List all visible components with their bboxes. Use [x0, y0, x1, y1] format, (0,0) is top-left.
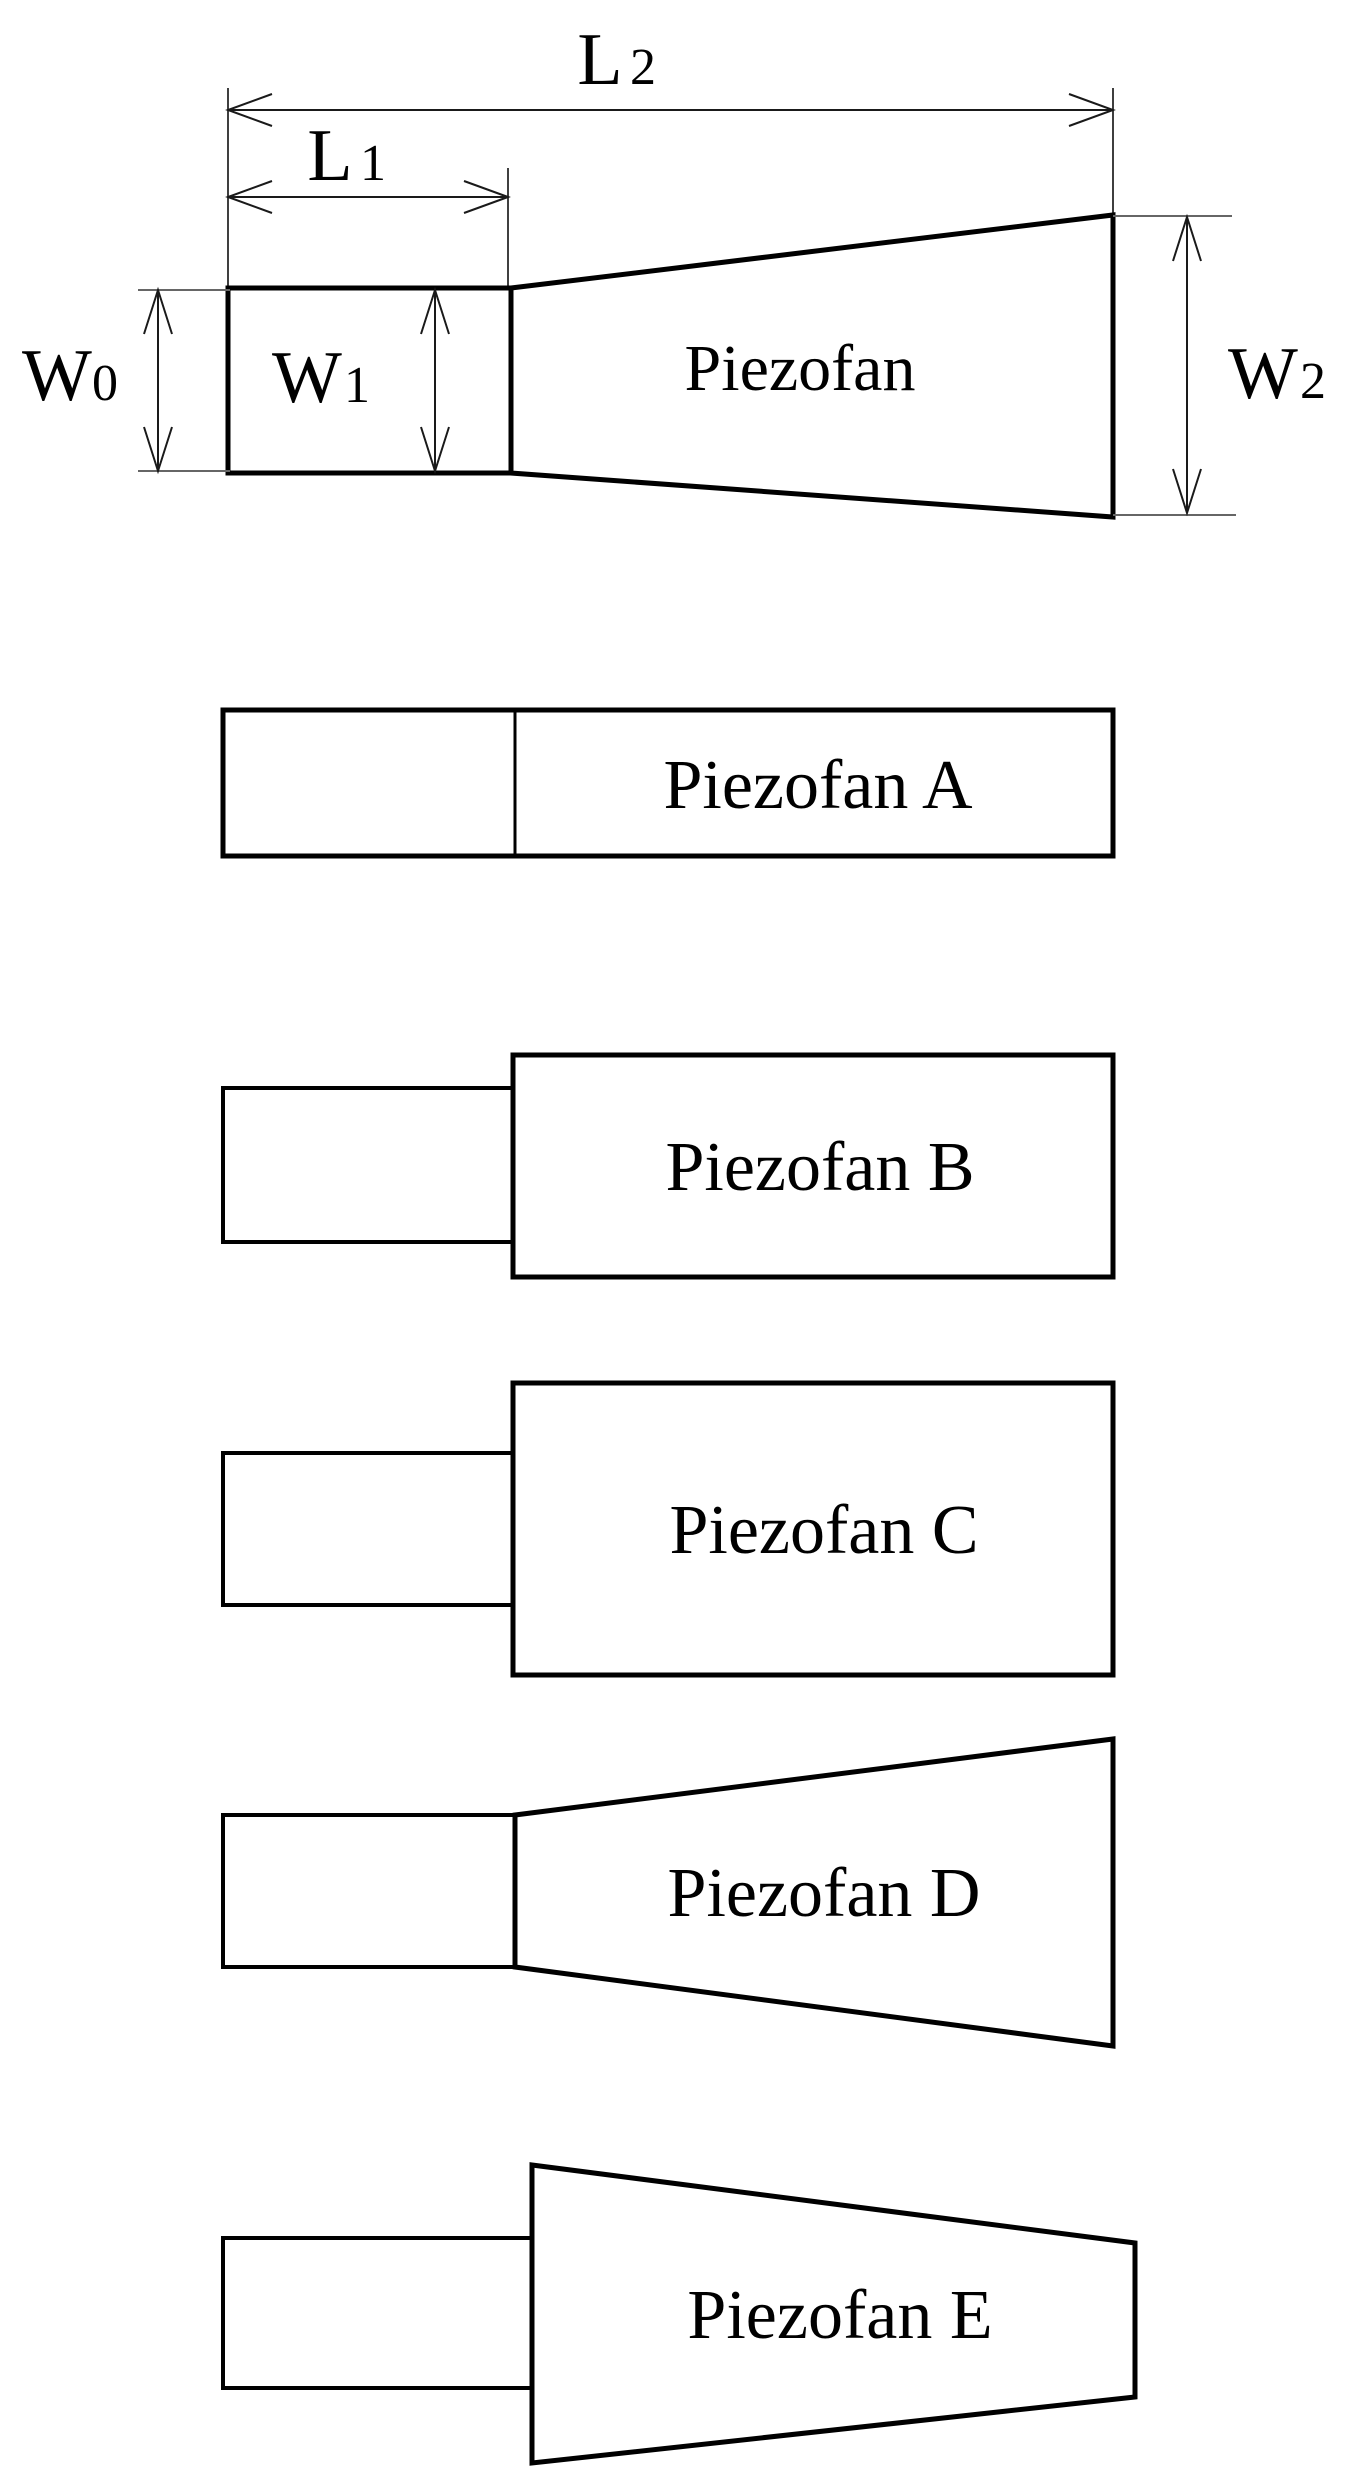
- dim-w0-label: W: [22, 335, 92, 417]
- dim-l1-sub: 1: [360, 135, 386, 192]
- dim-W2: W 2: [1113, 213, 1326, 517]
- schematic-blade-trapezoid: [508, 212, 1116, 520]
- dim-l2-arrow-right: [1068, 93, 1116, 127]
- variant-d-label: Piezofan D: [668, 1855, 981, 1932]
- dim-w2-sub: 2: [1300, 353, 1326, 410]
- variant-a-group: Piezofan A: [220, 707, 1116, 859]
- dim-w2-label: W: [1228, 333, 1298, 415]
- dim-l2-label: L: [577, 19, 622, 101]
- variant-b-shank: [221, 1086, 515, 1244]
- variant-c-group: Piezofan C: [221, 1380, 1116, 1678]
- variant-d-blade: [512, 1736, 1116, 2049]
- dim-w0-arrow-bottom: [143, 426, 173, 475]
- dim-l2-arrow-left: [225, 93, 273, 127]
- variant-b-group: Piezofan B: [221, 1052, 1116, 1280]
- dim-w1-sub: 1: [344, 357, 370, 414]
- variant-b-blade: [510, 1052, 1116, 1280]
- variant-e-group: Piezofan E: [221, 2162, 1138, 2466]
- dim-W0: W 0: [22, 286, 230, 475]
- variant-c-blade: [510, 1380, 1116, 1678]
- dim-l1-arrow-right: [463, 180, 511, 214]
- dim-l2-sub: 2: [630, 39, 656, 96]
- variant-e-label: Piezofan E: [687, 2277, 992, 2354]
- variant-d-group: Piezofan D: [221, 1736, 1116, 2049]
- dim-w2-arrow-top: [1172, 213, 1202, 262]
- dim-w0-sub: 0: [92, 355, 118, 412]
- variant-d-shank: [221, 1813, 517, 1969]
- schematic-shape-label: Piezofan: [685, 332, 916, 405]
- schematic-group: L 2 L 1 Piezofan W 0: [22, 19, 1326, 520]
- dim-l1-arrow-left: [225, 180, 273, 214]
- variant-a-label: Piezofan A: [663, 747, 973, 824]
- dim-w1-arrow-top: [420, 286, 450, 335]
- variant-a-body: [220, 707, 1116, 859]
- variant-b-label: Piezofan B: [665, 1129, 974, 1206]
- variant-c-label: Piezofan C: [669, 1492, 978, 1569]
- dim-w0-arrow-top: [143, 286, 173, 335]
- variant-e-blade: [529, 2162, 1138, 2466]
- dim-l1-label: L: [307, 115, 352, 197]
- dim-w1-label: W: [272, 337, 342, 419]
- variant-c-shank: [221, 1451, 515, 1607]
- dim-w1-arrow-bottom: [420, 426, 450, 475]
- variant-e-shank: [221, 2236, 534, 2390]
- dim-L2: L 2: [225, 19, 1116, 127]
- dim-W1: W 1: [272, 286, 450, 475]
- dim-L1: L 1: [225, 115, 511, 214]
- dim-w2-arrow-bottom: [1172, 468, 1202, 517]
